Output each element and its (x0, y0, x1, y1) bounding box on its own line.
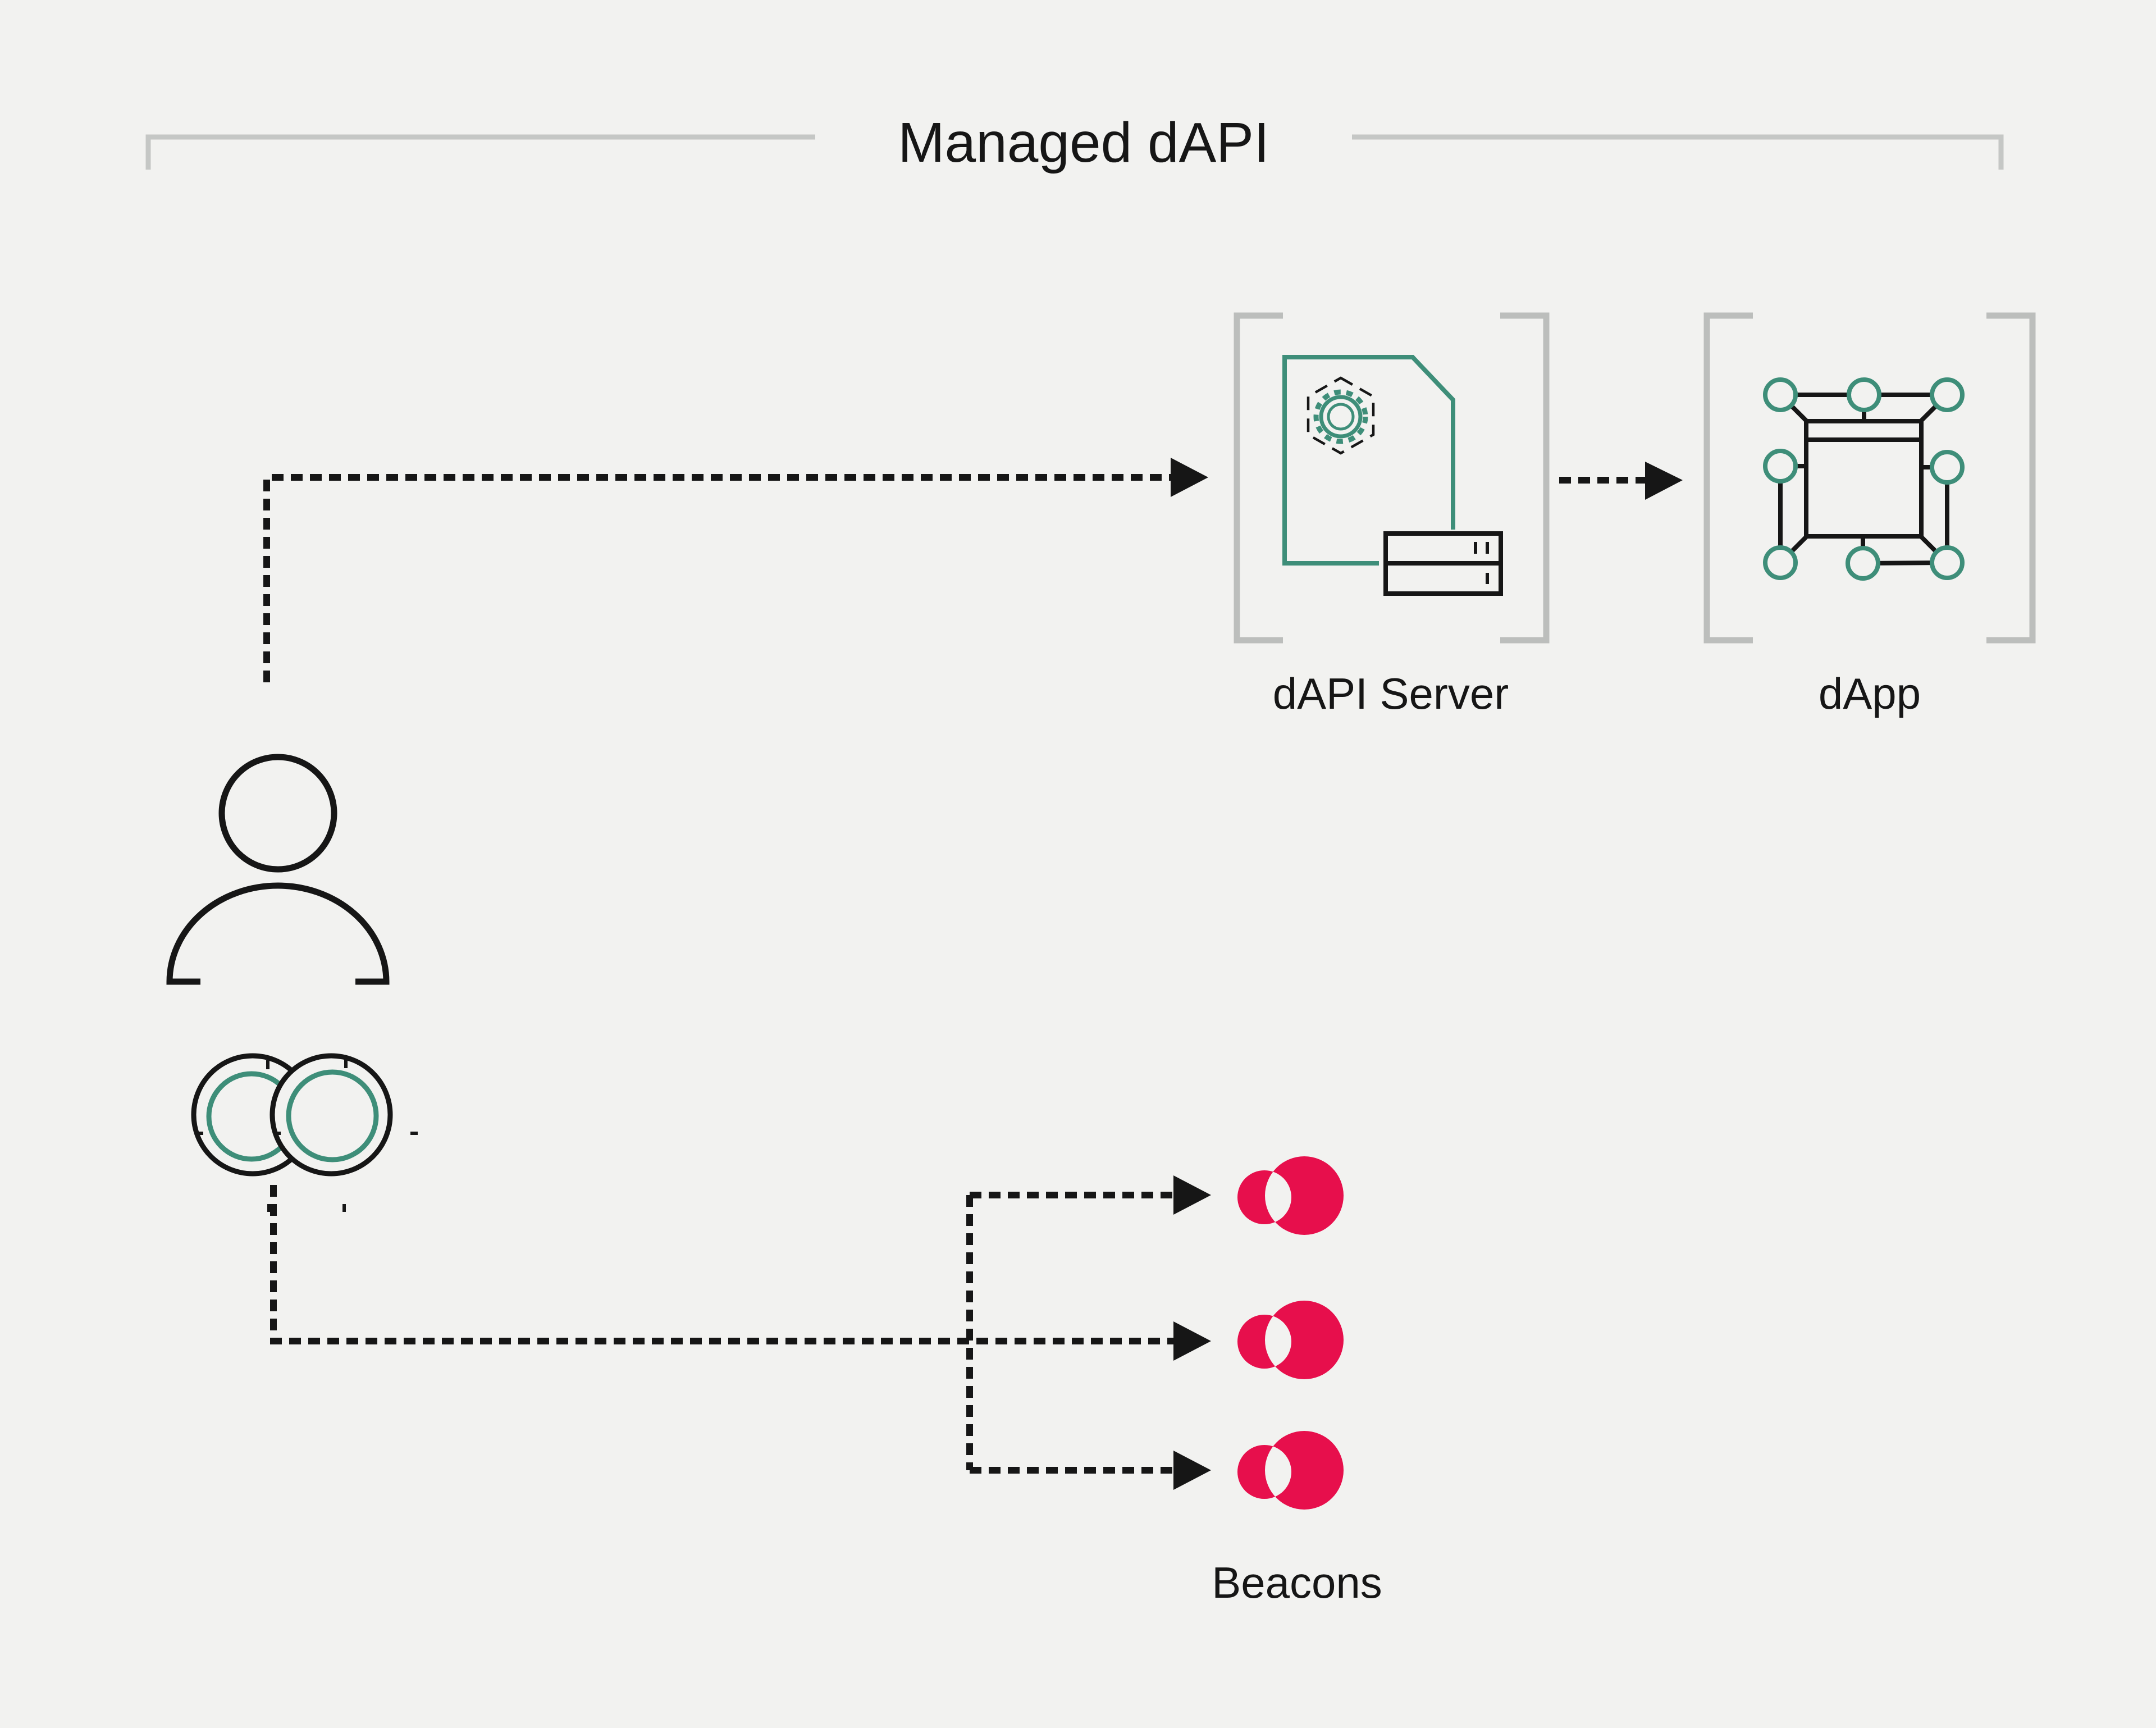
beacons-label: Beacons (1212, 1558, 1382, 1607)
person-with-rings-icon (166, 754, 418, 1212)
arrowhead-icon (1173, 1451, 1211, 1490)
right-bracket-icon (1986, 312, 2036, 644)
ring-ticks (195, 1059, 418, 1212)
hexagon-dashed-outline (1307, 376, 1375, 455)
left-bracket-icon (1234, 312, 1283, 644)
network-node-circles (1763, 377, 1965, 581)
arrowhead-icon (1171, 458, 1208, 497)
beacon-icon (1237, 1431, 1344, 1510)
gear-teeth-icon (1313, 389, 1368, 444)
browser-network-icon (1763, 377, 1965, 581)
arrow-provider-to-beacons (270, 1185, 1173, 1344)
dapi-server-node: dAPI Server (1234, 312, 1550, 718)
dapi-server-label: dAPI Server (1273, 669, 1509, 718)
document-outline (1282, 355, 1455, 566)
dapp-node: dApp (1703, 312, 2036, 718)
gear-hub-icon (1327, 403, 1355, 431)
connectors (263, 458, 1683, 1490)
person-head (218, 754, 337, 873)
arrowhead-icon (1173, 1175, 1211, 1215)
beacon-icon (1237, 1156, 1344, 1235)
arrowhead-icon (1173, 1321, 1211, 1361)
left-bracket-icon (1703, 312, 1753, 644)
ring-right-inner (286, 1069, 379, 1162)
arrow-provider-to-server (263, 474, 1171, 682)
beacon-icon (1237, 1301, 1344, 1379)
person-body (166, 882, 390, 985)
dapp-label: dApp (1819, 669, 1921, 718)
document-gear-server-icon (1282, 355, 1503, 596)
beacons-node: Beacons (1212, 1156, 1382, 1607)
arrowhead-icon (1645, 462, 1683, 500)
title-left-line (145, 134, 815, 170)
title-right-line (1352, 134, 2004, 170)
right-bracket-icon (1500, 312, 1550, 644)
title-group: Managed dAPI (145, 111, 2004, 174)
gear-ring-icon (1319, 395, 1363, 439)
page-title: Managed dAPI (898, 111, 1269, 174)
